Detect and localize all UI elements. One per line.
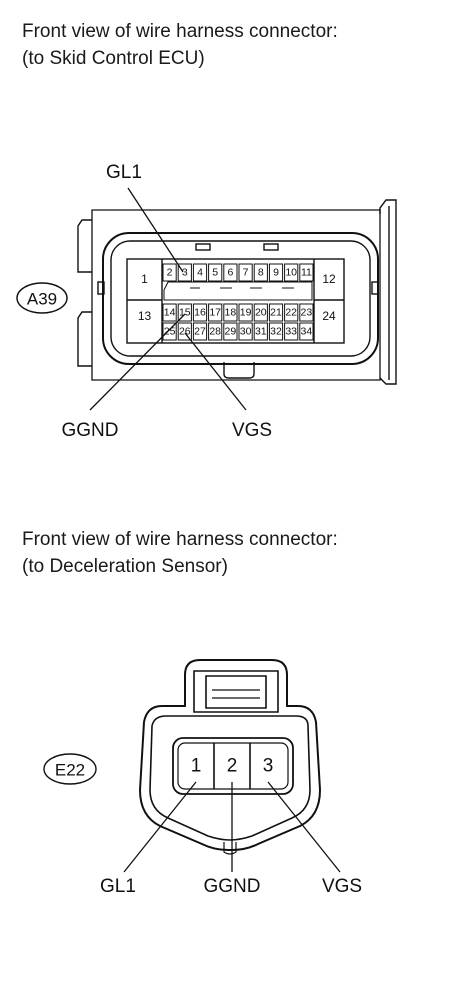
a39-pin-4: 4 (197, 267, 203, 279)
a39-cavity-32 (268, 322, 284, 341)
e22-signal-ggnd: GGND (204, 876, 261, 897)
a39-cavity-26 (177, 322, 192, 341)
a39-cavity-3 (177, 263, 192, 282)
a39-cavity-34 (299, 322, 314, 341)
a39-cavity-5 (208, 263, 223, 282)
a39-cavity-23 (299, 303, 314, 322)
connector-e22-id-badge: E22 (43, 753, 97, 785)
a39-pin-18: 18 (225, 307, 237, 319)
a39-signal-gl1: GL1 (106, 162, 142, 183)
a39-cavity-33 (284, 322, 299, 341)
a39-cavity-29 (223, 322, 238, 341)
a39-pin-25: 25 (164, 326, 176, 338)
e22-signal-gl1: GL1 (100, 876, 136, 897)
caption-a-line1: Front view of wire harness connector: (22, 21, 338, 42)
a39-cavity-16 (192, 303, 208, 322)
a39-signal-ggnd: GGND (62, 420, 119, 441)
a39-cavity-19 (238, 303, 253, 322)
a39-cavity-28 (208, 322, 223, 341)
caption-skid-control-ecu: Front view of wire harness connector: (t… (22, 18, 338, 72)
a39-pin-2: 2 (167, 267, 173, 279)
a39-cavity-21 (268, 303, 284, 322)
e22-id-text: E22 (55, 761, 85, 780)
a39-cavity-27 (192, 322, 208, 341)
caption-a-line2: (to Skid Control ECU) (22, 48, 205, 69)
a39-pin-10: 10 (285, 267, 297, 279)
a39-cavity-7 (238, 263, 253, 282)
e22-signal-vgs: VGS (322, 876, 362, 897)
caption-b-line2: (to Deceleration Sensor) (22, 556, 228, 577)
caption-deceleration-sensor: Front view of wire harness connector: (t… (22, 526, 338, 580)
a39-pin-33: 33 (285, 326, 297, 338)
a39-cavity-30 (238, 322, 253, 341)
leader-a39-ggnd (89, 313, 186, 411)
a39-cavity-14 (162, 303, 177, 322)
a39-pin-22: 22 (285, 307, 297, 319)
a39-cavity-22 (284, 303, 299, 322)
e22-pin-3: 3 (263, 756, 274, 777)
connector-a39-outline (77, 199, 397, 385)
e22-pin-1: 1 (191, 756, 202, 777)
a39-cavity-17 (208, 303, 223, 322)
a39-pin-17: 17 (209, 307, 221, 319)
a39-pin-16: 16 (194, 307, 206, 319)
a39-pin-8: 8 (258, 267, 264, 279)
a39-pin-14: 14 (164, 307, 176, 319)
a39-cavity-10 (284, 263, 299, 282)
a39-pin-30: 30 (240, 326, 252, 338)
a39-leader-lines (89, 187, 247, 411)
a39-cavity-9 (268, 263, 284, 282)
a39-id-text: A39 (27, 290, 57, 309)
a39-pin-12: 12 (322, 272, 336, 286)
a39-pin-5: 5 (212, 267, 218, 279)
a39-pin-21: 21 (270, 307, 282, 319)
a39-oval (16, 282, 68, 314)
a39-pin-34: 34 (301, 326, 313, 338)
leader-a39-gl1 (127, 187, 184, 273)
a39-pin-6: 6 (227, 267, 233, 279)
a39-cavity-18 (223, 303, 238, 322)
connector-a39-cavities (162, 263, 314, 341)
a39-pin-24: 24 (322, 309, 336, 323)
caption-b-line1: Front view of wire harness connector: (22, 529, 338, 550)
leader-e22-gl1 (123, 781, 197, 873)
a39-pin-29: 29 (225, 326, 237, 338)
a39-pin-15: 15 (179, 307, 191, 319)
a39-pin-13: 13 (138, 309, 152, 323)
a39-cavity-2 (162, 263, 177, 282)
a39-cavity-31 (253, 322, 268, 341)
a39-pin-7: 7 (243, 267, 249, 279)
connector-a39-id-badge: A39 (16, 282, 68, 314)
a39-pin-32: 32 (270, 326, 282, 338)
a39-signal-vgs: VGS (232, 420, 272, 441)
e22-pin-2: 2 (227, 756, 238, 777)
a39-cavity-25 (162, 322, 177, 341)
a39-pin-26: 26 (179, 326, 191, 338)
e22-oval (43, 753, 97, 785)
a39-cavity-4 (192, 263, 208, 282)
a39-cavity-11 (299, 263, 314, 282)
a39-pin-20: 20 (255, 307, 267, 319)
a39-pin-11: 11 (301, 267, 312, 279)
a39-cavity-20 (253, 303, 268, 322)
e22-leader-lines (123, 781, 341, 873)
leader-e22-vgs (267, 781, 341, 873)
a39-pin-27: 27 (194, 326, 206, 338)
a39-pin-3: 3 (182, 267, 188, 279)
a39-pin-9: 9 (273, 267, 279, 279)
a39-cavity-15 (177, 303, 192, 322)
a39-cavity-6 (223, 263, 238, 282)
leader-a39-vgs (184, 332, 247, 411)
a39-cavity-8 (253, 263, 268, 282)
a39-pin-31: 31 (255, 326, 267, 338)
a39-pin-19: 19 (240, 307, 252, 319)
a39-pin-23: 23 (301, 307, 313, 319)
a39-pin-1: 1 (141, 272, 148, 286)
a39-pin-28: 28 (209, 326, 221, 338)
